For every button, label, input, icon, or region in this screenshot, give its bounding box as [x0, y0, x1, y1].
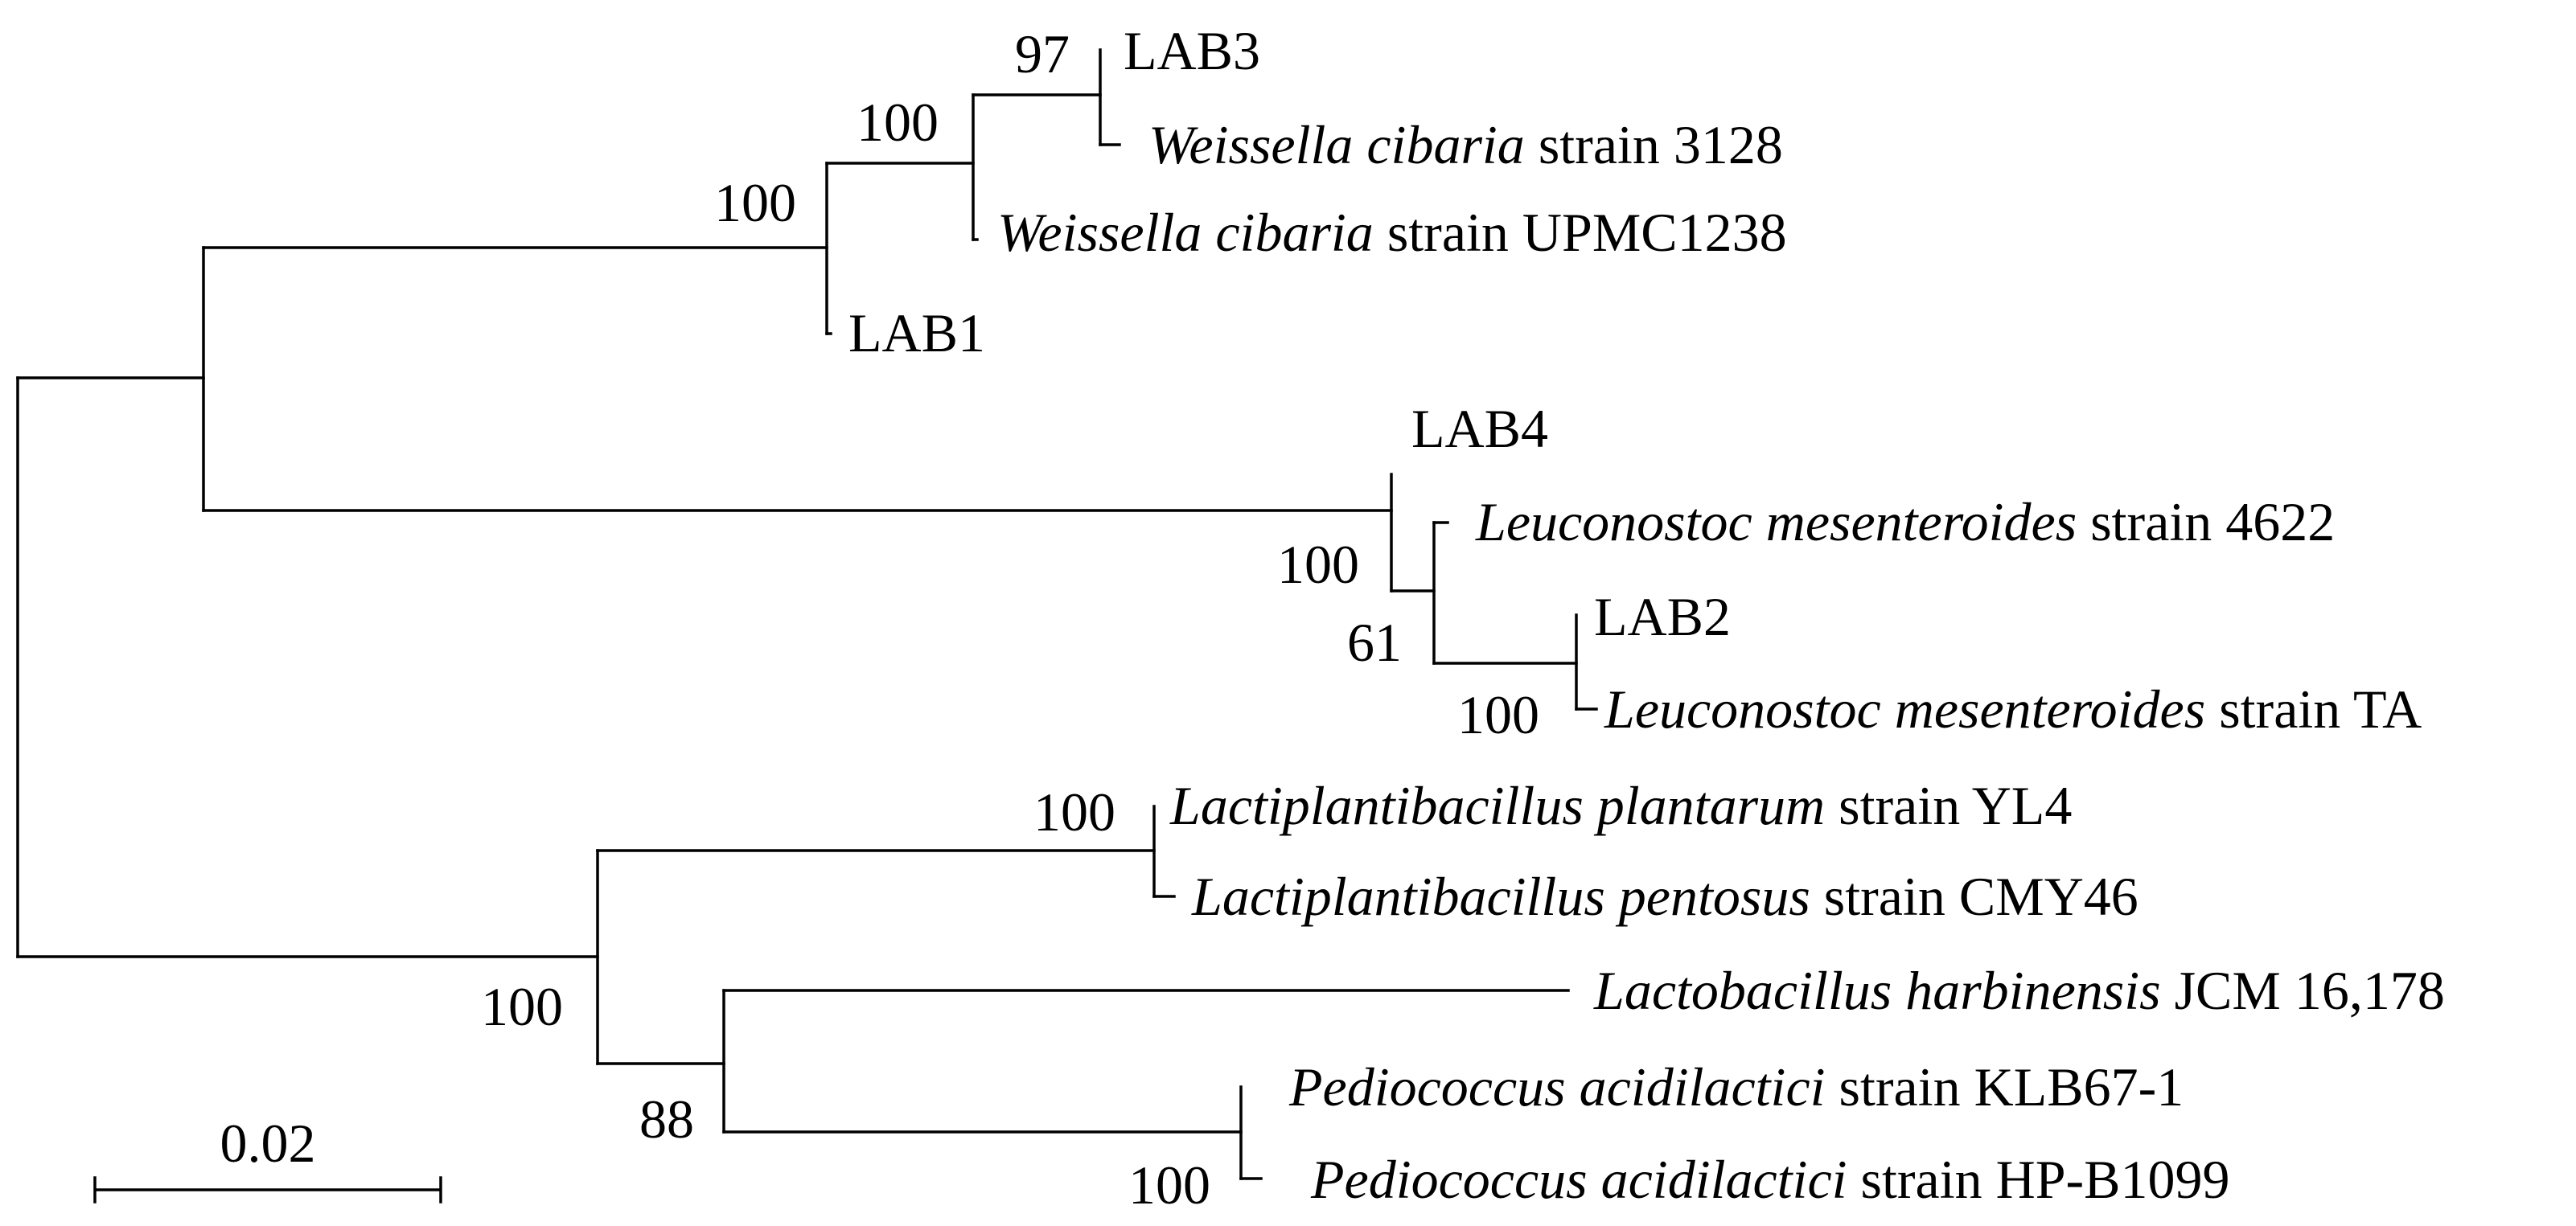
taxon-label-lab1: LAB1 [848, 302, 985, 363]
taxon-label-lab4: LAB4 [1411, 398, 1548, 459]
taxon-label-plantarum-yl4: Lactiplantibacillus plantarum strain YL4 [1169, 775, 2072, 836]
scale-bar: 0.02 [93, 1113, 442, 1203]
bootstrap-lab3-wc3128: 97 [1015, 23, 1070, 84]
bootstrap-lactiplantibacillus: 100 [1033, 781, 1115, 843]
taxon-label-lab2: LAB2 [1594, 586, 1731, 647]
scale-bar-label: 0.02 [220, 1113, 316, 1174]
taxon-label-leuconostoc-4622: Leuconostoc mesenteroides strain 4622 [1475, 491, 2335, 552]
taxon-label-harbinensis: Lactobacillus harbinensis JCM 16,178 [1593, 960, 2445, 1021]
taxon-label-lab3: LAB3 [1124, 20, 1260, 81]
bootstrap-leuconostoc-clade: 100 [1277, 534, 1359, 595]
taxon-label-pediococcus-hpb1099: Pediococcus acidilactici strain HP-B1099 [1310, 1149, 2230, 1210]
taxon-label-pentosus-cmy46: Lactiplantibacillus pentosus strain CMY4… [1191, 866, 2138, 927]
taxon-label-leuconostoc-ta: Leuconostoc mesenteroides strain TA [1604, 679, 2422, 740]
taxon-label-weissella-upmc1238: Weissella cibaria strain UPMC1238 [997, 202, 1787, 263]
bootstrap-weissella-inner: 100 [857, 92, 939, 153]
bootstrap-pediococcus: 100 [1128, 1154, 1210, 1216]
tree-branches [16, 48, 1598, 1180]
bootstrap-harbinensis-pediococcus: 88 [639, 1089, 694, 1150]
bootstrap-values: 97 100 100 100 61 100 100 100 88 100 [481, 23, 1539, 1216]
taxon-label-pediococcus-klb67: Pediococcus acidilactici strain KLB67-1 [1288, 1056, 2184, 1117]
taxon-labels: LAB3 Weissella cibaria strain 3128 Weiss… [848, 20, 2445, 1210]
bootstrap-leuconostoc-inner: 61 [1347, 612, 1402, 673]
bootstrap-lab2-lmta: 100 [1457, 684, 1539, 745]
taxon-label-weissella-3128: Weissella cibaria strain 3128 [1148, 114, 1783, 175]
bootstrap-lower-clade: 100 [481, 976, 563, 1037]
bootstrap-weissella-clade: 100 [714, 172, 796, 233]
scale-bar-line [93, 1176, 442, 1203]
